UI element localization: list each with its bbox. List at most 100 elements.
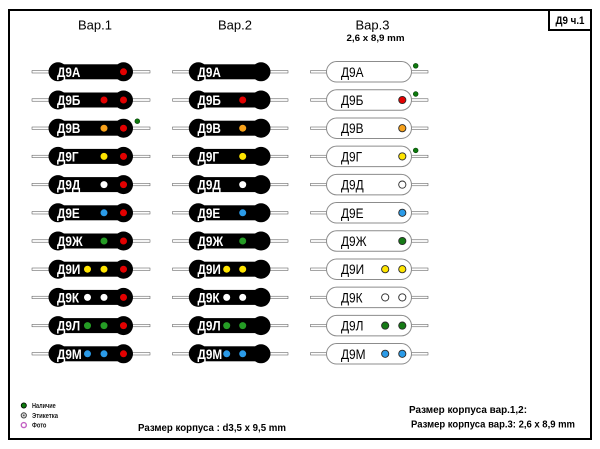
diode-body-cap (48, 231, 68, 251)
diode-label: Д9И (57, 261, 80, 277)
diode-label: Д9Л (341, 319, 364, 334)
diode-var2-7: Д9Ж (172, 231, 289, 251)
availability-marker (413, 63, 419, 69)
label-ring-center (22, 414, 25, 417)
sheet-label: Д9 ч.1 (556, 15, 585, 27)
diode-var1-1: Д9А (31, 62, 151, 82)
diode-body-cap (188, 203, 208, 223)
diode-body-cap (188, 287, 208, 307)
legend-label: Наличие (32, 403, 56, 410)
code-dot-yellow (84, 265, 91, 273)
diode-lead-wire (267, 98, 289, 102)
diode-label: Д9К (57, 289, 79, 305)
diode-label: Д9М (341, 347, 366, 362)
diode-body-cap (48, 316, 68, 336)
diode-var3-7: Д9Ж (310, 230, 429, 252)
code-dot-yellow (239, 152, 247, 160)
code-dot-blue (223, 350, 231, 358)
sheet-label-box: Д9 ч.1 (548, 9, 592, 31)
code-dot-red-end (120, 350, 127, 358)
diode-label: Д9А (198, 64, 221, 80)
diode-lead-wire (267, 70, 289, 74)
diode-var2-1: Д9А (172, 62, 289, 82)
diode-body-cap (48, 90, 68, 110)
diode-body (326, 89, 412, 111)
diode-var2-3: Д9В (172, 118, 289, 138)
diode-var2-11: Д9М (172, 344, 289, 364)
sheet-label-border (548, 9, 592, 31)
diode-body (326, 202, 412, 224)
diode-var3-11: Д9М (310, 343, 429, 365)
diode-var1-4: Д9Г (31, 146, 151, 166)
code-dot-white (398, 293, 407, 302)
diode-body-cap (188, 62, 208, 82)
diode-label: Д9И (341, 262, 364, 277)
diode-label: Д9Г (198, 148, 220, 164)
diode-body-cap (188, 146, 208, 166)
availability-dot-icon (20, 402, 27, 409)
code-dot-yellow (239, 265, 247, 273)
diode-lead-wire (267, 352, 289, 356)
photo-ring-icon (20, 421, 27, 429)
diode-label: Д9В (341, 121, 364, 136)
diode-body (326, 117, 412, 139)
diode-lead-wire (267, 324, 289, 328)
legend-item-availability-dot: Наличие (20, 402, 56, 410)
code-dot-red-end (120, 293, 127, 301)
code-dot-blue (381, 349, 390, 358)
diode-body-cap (188, 231, 208, 251)
diode-body (58, 120, 124, 136)
column-header-var2: Вар.2 (218, 18, 252, 33)
code-dot-blue (100, 209, 108, 217)
diode-label: Д9Л (57, 318, 80, 334)
code-dot-green (398, 321, 407, 330)
diode-var3-2: Д9Б (310, 89, 429, 111)
diode-body-cap (251, 90, 271, 110)
diode-lead-wire (267, 154, 289, 158)
diode-body (58, 92, 124, 108)
diode-body-cap (48, 175, 68, 195)
diode-lead-wire (267, 267, 289, 271)
diode-var3-8: Д9И (310, 258, 429, 280)
diode-lead-wire (267, 295, 289, 299)
diode-label: Д9Е (57, 205, 80, 221)
diode-var3-5: Д9Д (310, 173, 429, 196)
diode-body (326, 258, 412, 280)
code-dot-green (239, 322, 247, 330)
diode-label: Д9К (198, 289, 220, 305)
diode-body-cap (251, 146, 271, 166)
diode-label: Д9Ж (198, 233, 224, 249)
code-dot-blue (398, 349, 407, 358)
diode-body-cap (251, 231, 271, 251)
column-header-var1: Вар.1 (78, 18, 112, 33)
diode-body-cap (251, 316, 271, 336)
diode-var3-4: Д9Г (310, 145, 429, 168)
diode-body (58, 233, 124, 249)
legend-label: Фото (32, 423, 46, 430)
diode-body (326, 230, 412, 252)
code-dot-blue (239, 209, 247, 217)
diode-label: Д9В (57, 120, 80, 136)
diode-var2-5: Д9Д (172, 175, 289, 195)
diode-label: Д9Г (57, 148, 79, 164)
diode-body-cap (251, 118, 271, 138)
diode-body (198, 148, 261, 164)
diode-body (58, 177, 124, 193)
code-dot-red-end (120, 68, 127, 76)
diode-body-cap (48, 344, 68, 364)
diode-body (326, 314, 412, 337)
diode-body-cap (48, 287, 68, 307)
code-dot-red (398, 95, 407, 105)
code-dot-green (381, 321, 390, 330)
code-dot-orange (398, 124, 407, 133)
diode-var3-6: Д9Е (310, 202, 429, 224)
code-dot-red-end (120, 124, 127, 132)
code-dot-yellow (100, 152, 108, 160)
code-dot-blue (84, 350, 91, 358)
column-header-var3: Вар.3 (356, 18, 390, 33)
diode-body-cap (188, 259, 208, 279)
code-dot-yellow (398, 152, 407, 161)
availability-marker (134, 118, 141, 124)
diode-body-cap (251, 175, 271, 195)
